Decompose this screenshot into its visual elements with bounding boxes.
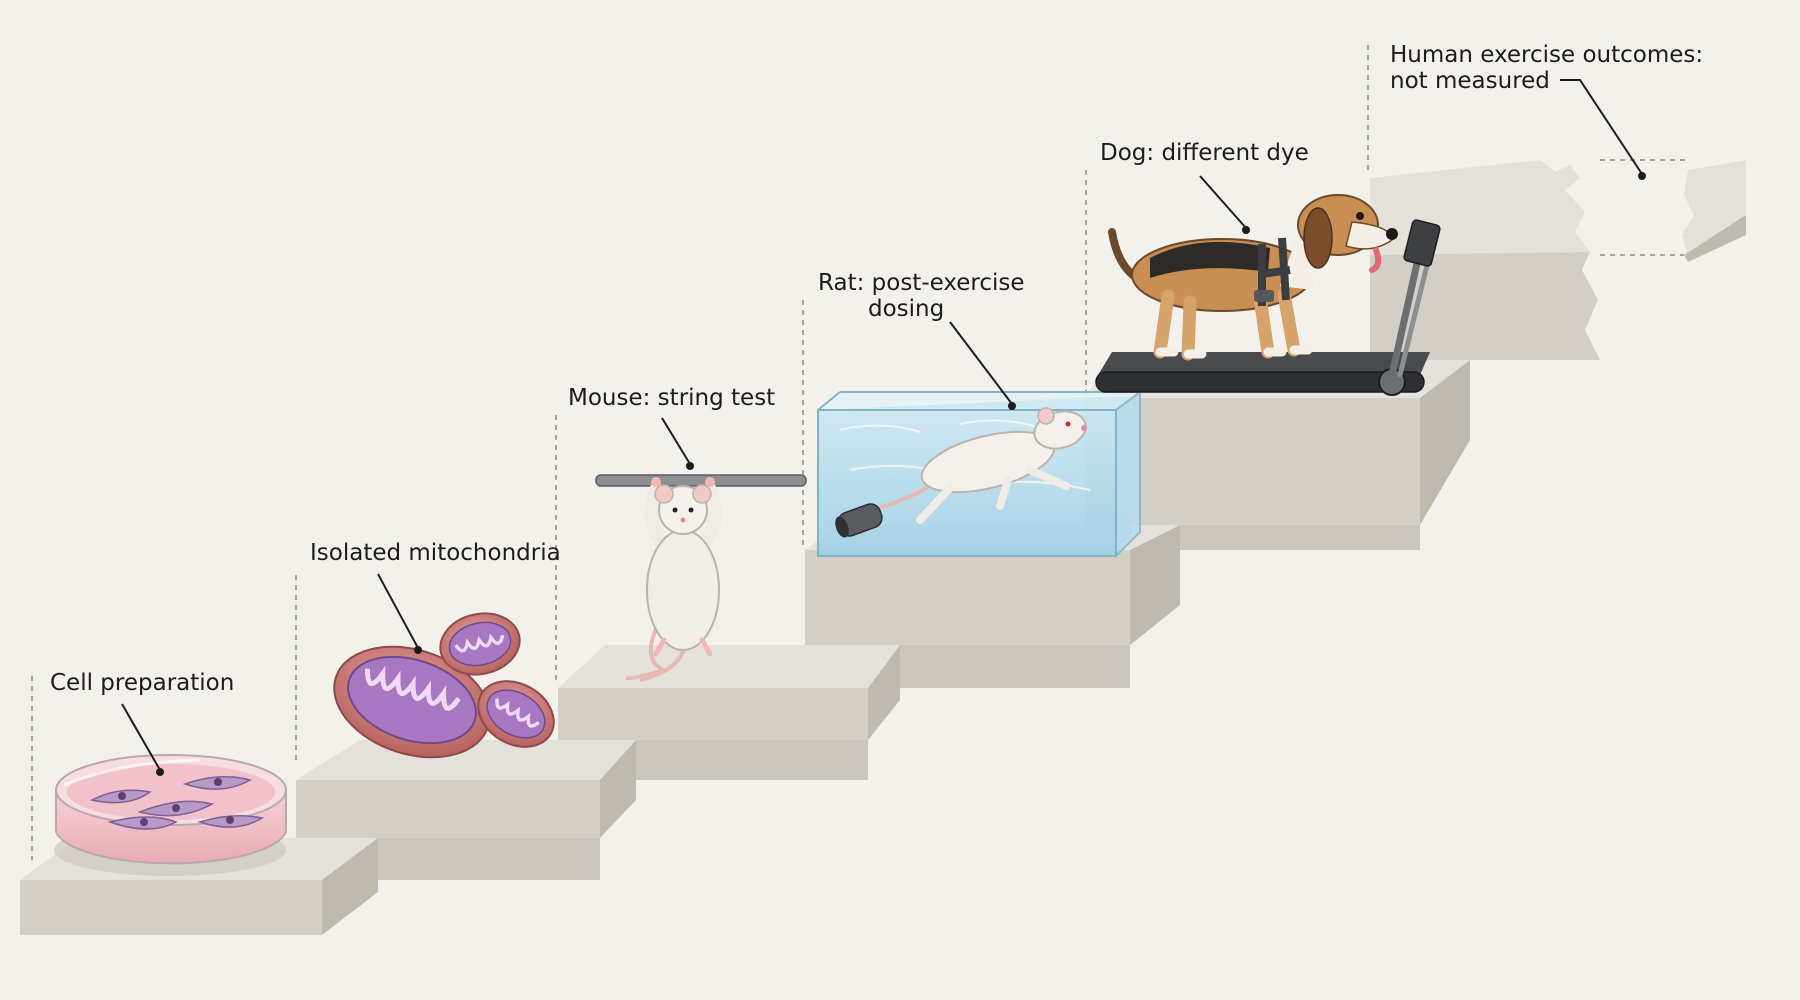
mitochondrion-small-right [477, 680, 555, 748]
label-human-line-2: not measured [1390, 68, 1550, 94]
label-cell-preparation: Cell preparation [50, 670, 234, 776]
beagle [1108, 194, 1398, 361]
label-human-line-1: Human exercise outcomes: [1390, 42, 1703, 68]
weight-cylinder [835, 503, 883, 538]
label-rat-post-exercise-dosing: Rat: post-exercise dosing [818, 270, 1025, 410]
svg-text:Isolated mitochondria: Isolated mitochondria [310, 540, 561, 566]
svg-text:Cell preparation: Cell preparation [50, 670, 234, 696]
stair-step-2 [296, 740, 636, 880]
label-human-exercise-outcomes: Human exercise outcomes: not measured [1390, 42, 1703, 180]
label-rat-line-2: dosing [868, 296, 944, 322]
dog-treadmill [1095, 194, 1441, 396]
svg-text:Dog: different dye: Dog: different dye [1100, 140, 1309, 166]
label-cell-preparation-line-1: Cell preparation [50, 670, 234, 696]
mitochondrion-small-top [439, 612, 521, 676]
svg-text:not measured: not measured [1390, 68, 1550, 94]
label-dog-different-dye: Dog: different dye [1100, 140, 1309, 234]
mouse-hanging-bar [595, 474, 807, 682]
guide-lines [31, 45, 1369, 860]
label-mouse-string-test-line-1: Mouse: string test [568, 385, 775, 411]
label-rat-line-1: Rat: post-exercise [818, 270, 1025, 296]
svg-text:dosing: dosing [868, 296, 944, 322]
svg-text:Mouse: string test: Mouse: string test [568, 385, 775, 411]
stair-step-3 [558, 645, 900, 780]
step-labels: Cell preparation Isolated mitochondria M… [50, 42, 1703, 776]
mitochondrion-large [333, 645, 491, 759]
label-dog-line-1: Dog: different dye [1100, 140, 1309, 166]
label-isolated-mitochondria-line-1: Isolated mitochondria [310, 540, 561, 566]
svg-text:Rat: post-exercise: Rat: post-exercise [818, 270, 1025, 296]
mitochondria [333, 612, 555, 759]
petri-dish-cells [54, 754, 287, 876]
svg-text:Human exercise outcomes:: Human exercise outcomes: [1390, 42, 1703, 68]
rat-swim-tank [817, 390, 1141, 559]
treadmill [1095, 219, 1441, 396]
label-mouse-string-test: Mouse: string test [568, 385, 775, 470]
label-isolated-mitochondria: Isolated mitochondria [310, 540, 561, 654]
